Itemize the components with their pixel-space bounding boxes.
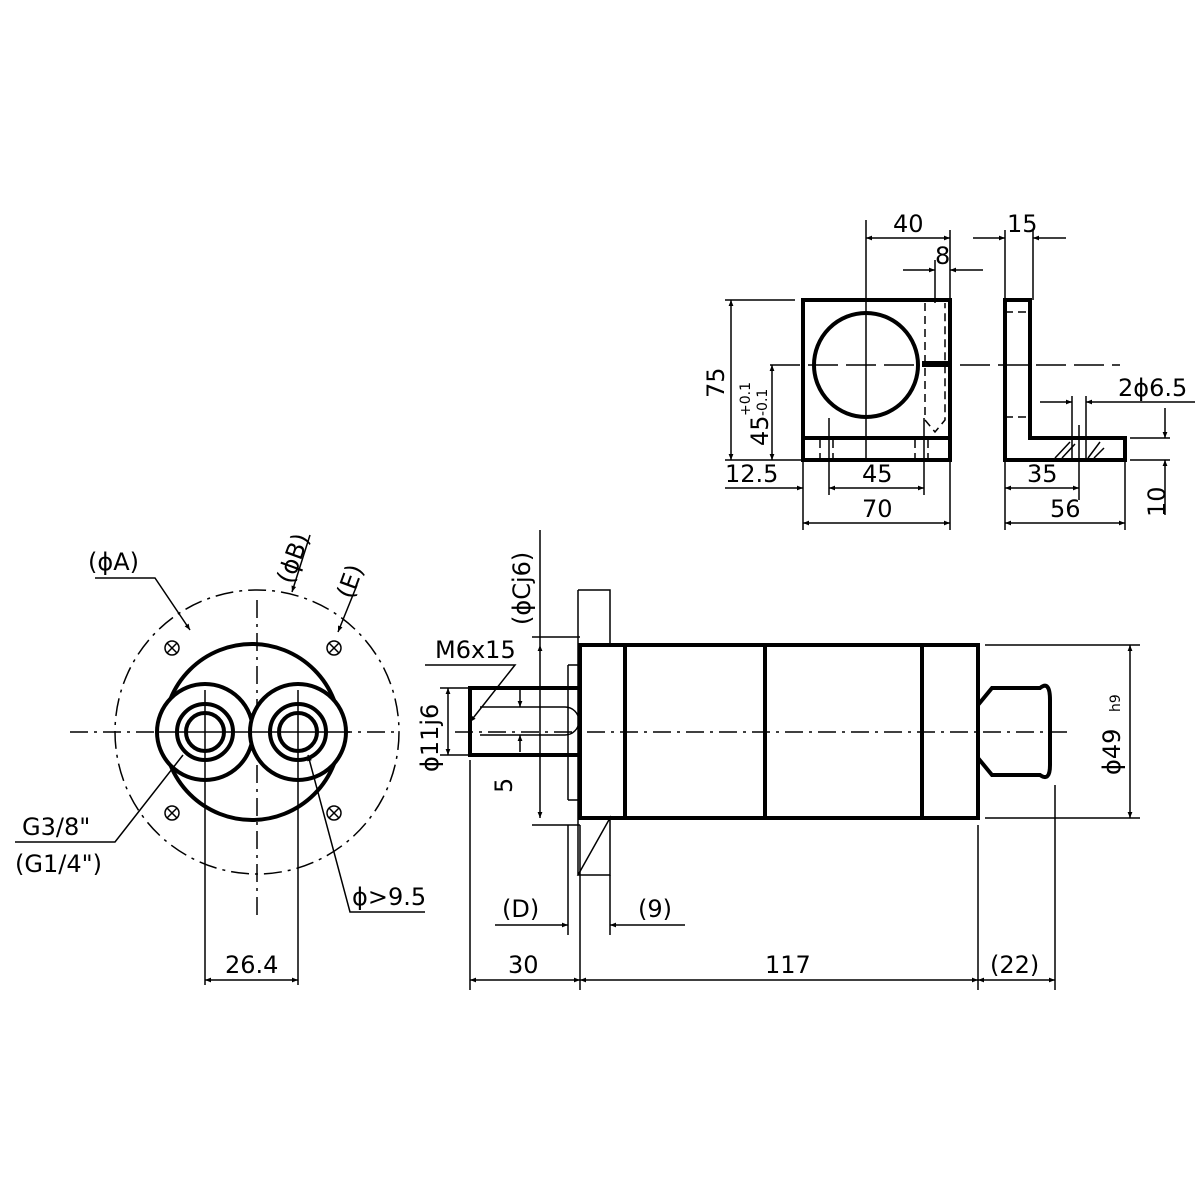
hole-lines xyxy=(1071,396,1087,500)
d-label: (D) xyxy=(502,895,539,923)
keyway xyxy=(480,706,580,736)
dia-c-label: (ϕCj6) xyxy=(508,552,536,625)
port-spacing-label: 26.4 xyxy=(225,951,278,979)
shaft xyxy=(468,686,582,757)
pipe-fitting xyxy=(976,683,1052,779)
front-view: (ϕA) (ϕB) (E) G3/8" (G1/4") ϕ>9.5 26.4 xyxy=(15,530,426,985)
bracket-front xyxy=(801,298,952,462)
section-hatch xyxy=(1054,441,1105,459)
tol-upper: +0.1 xyxy=(738,382,754,416)
leader-line xyxy=(15,754,184,843)
leader-line xyxy=(95,577,191,631)
dim-70: 70 xyxy=(862,495,893,523)
tol-lower: -0.1 xyxy=(755,389,771,416)
body-dividers xyxy=(623,645,924,818)
side-view: (ϕCj6) M6x15 ϕ11j6 5 ϕ49 h9 (D) (9) 30 1… xyxy=(416,530,1140,990)
bracket-views: 40 8 15 75 45 +0.1 -0.1 2ϕ6.5 12.5 45 70… xyxy=(702,210,1195,530)
shaft-dia-label: ϕ11j6 xyxy=(416,704,444,772)
dim-15: 15 xyxy=(1007,210,1038,238)
dim-8: 8 xyxy=(935,242,950,270)
port-thread-label: G3/8" xyxy=(22,813,90,841)
port-dia-label: ϕ>9.5 xyxy=(352,883,426,911)
thread-label: M6x15 xyxy=(435,636,516,664)
port-thread-alt-label: (G1/4") xyxy=(15,850,102,878)
dim-45-vertical: 45 xyxy=(746,415,774,446)
fitting-length-label: (22) xyxy=(990,951,1039,979)
dim-45: 45 xyxy=(862,460,893,488)
dim-12-5: 12.5 xyxy=(725,460,778,488)
body-tol-label: h9 xyxy=(1108,694,1124,712)
dia-b-label: (ϕB) xyxy=(271,530,315,588)
mounting-hole-icon xyxy=(164,640,342,821)
body-dia-label: ϕ49 xyxy=(1098,729,1126,775)
leader-line xyxy=(337,584,358,633)
body-length-label: 117 xyxy=(765,951,811,979)
shaft-length-label: 30 xyxy=(508,951,539,979)
dim-56: 56 xyxy=(1050,495,1081,523)
nine-label: (9) xyxy=(638,895,672,923)
dia-a-label: (ϕA) xyxy=(88,548,139,576)
holes-label: 2ϕ6.5 xyxy=(1118,374,1187,402)
side-dimension-lines xyxy=(425,530,1140,990)
bore-hidden xyxy=(1005,311,1030,418)
leader-line xyxy=(307,754,425,913)
e-label: (E) xyxy=(331,561,369,602)
dim-75: 75 xyxy=(702,367,730,398)
dim-40: 40 xyxy=(893,210,924,238)
base-holes-hidden xyxy=(819,440,929,458)
leader-line xyxy=(291,534,311,593)
bracket-slot xyxy=(922,361,950,367)
dim-10: 10 xyxy=(1143,486,1171,517)
bracket-dimension-lines xyxy=(725,230,1195,530)
dim-35: 35 xyxy=(1027,460,1058,488)
clamp-screw-hidden xyxy=(924,303,946,434)
key-width-label: 5 xyxy=(490,778,518,793)
bracket-side xyxy=(1003,298,1127,462)
